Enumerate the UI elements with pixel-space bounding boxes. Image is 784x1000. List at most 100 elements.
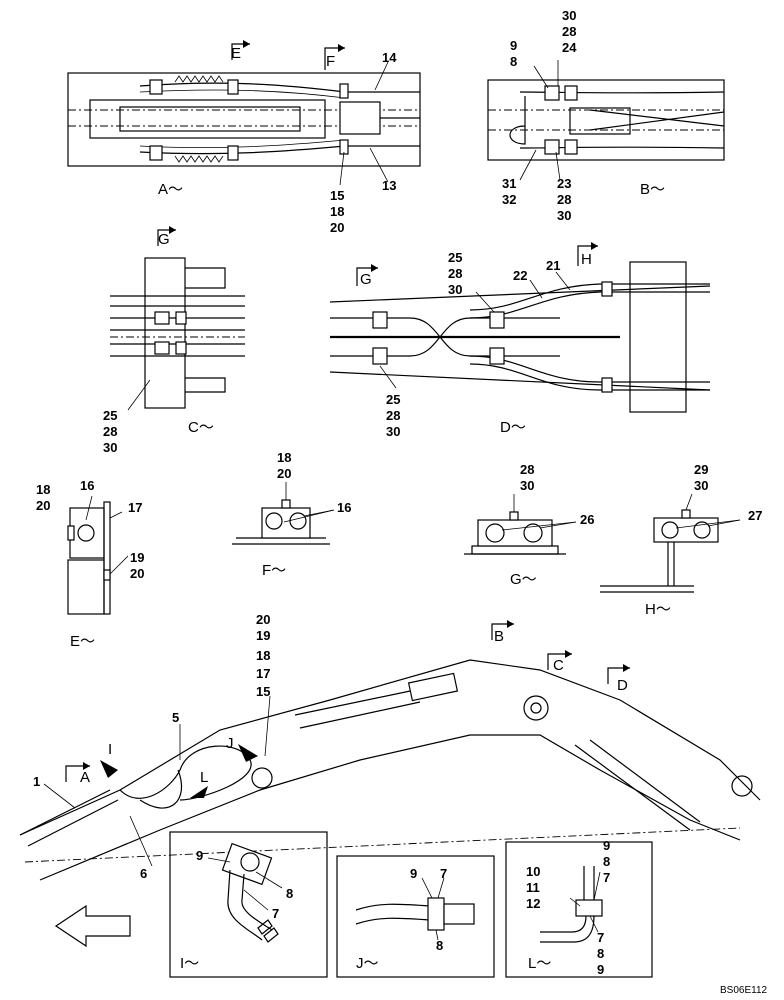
view-c	[110, 226, 245, 411]
detail-j-caption: J～	[356, 955, 379, 972]
view-d-caption: D～	[500, 419, 526, 436]
view-h	[600, 493, 741, 593]
view-f-part-18: 18	[277, 450, 291, 465]
detail-l-part-9: 9	[603, 838, 610, 853]
detail-i-part-9: 9	[196, 848, 203, 863]
view-e-part-16: 16	[80, 478, 94, 493]
view-b-part-28b: 28	[557, 192, 571, 207]
view-b-part-23: 23	[557, 176, 571, 191]
view-a-part-15: 15	[330, 188, 344, 203]
detail-i	[207, 842, 283, 943]
view-d-arrow-g: G	[360, 271, 372, 288]
detail-l-part-7: 7	[603, 870, 610, 885]
detail-j-part-7: 7	[440, 866, 447, 881]
view-c-part-28: 28	[103, 424, 117, 439]
view-g-part-28: 28	[520, 462, 534, 477]
view-g	[464, 494, 577, 555]
front-direction-arrow	[54, 904, 131, 948]
main-part-6: 6	[140, 866, 147, 881]
view-g-part-26: 26	[580, 512, 594, 527]
main-part-15: 15	[256, 684, 270, 699]
view-b-part-24: 24	[562, 40, 577, 55]
view-e-part-18: 18	[36, 482, 50, 497]
view-e-part-20: 20	[36, 498, 50, 513]
view-f-caption: F～	[262, 562, 286, 579]
detail-j-part-9: 9	[410, 866, 417, 881]
main-part-1: 1	[33, 774, 40, 789]
view-b-part-32: 32	[502, 192, 516, 207]
view-f	[232, 482, 335, 545]
view-f-part-16: 16	[337, 500, 351, 515]
detail-l	[540, 866, 603, 943]
view-a-part-14: 14	[382, 50, 397, 65]
reference-code: BS06E112	[720, 985, 768, 996]
detail-i-frame	[169, 831, 328, 978]
view-b-part-30: 30	[562, 8, 576, 23]
view-d-part-28b: 28	[386, 408, 400, 423]
view-h-part-29: 29	[694, 462, 708, 477]
view-g-part-30: 30	[520, 478, 534, 493]
view-e-part-20b: 20	[130, 566, 144, 581]
detail-j	[355, 877, 475, 941]
view-b-part-28: 28	[562, 24, 576, 39]
view-d	[329, 242, 711, 413]
view-a	[67, 40, 421, 186]
detail-i-part-8: 8	[286, 886, 293, 901]
detail-l-frame	[505, 841, 653, 978]
view-a-arrow-f: F	[326, 53, 335, 70]
view-d-part-25b: 25	[386, 392, 400, 407]
detail-i-part-7: 7	[272, 906, 279, 921]
view-b-part-31: 31	[502, 176, 516, 191]
view-a-arrow-e: E	[231, 45, 241, 62]
detail-i-caption: I～	[180, 955, 199, 972]
main-arrow-i: I	[108, 741, 112, 758]
view-a-caption: A～	[158, 181, 183, 198]
view-h-part-30: 30	[694, 478, 708, 493]
view-d-part-28: 28	[448, 266, 462, 281]
detail-j-frame	[336, 855, 495, 978]
view-a-part-13: 13	[382, 178, 396, 193]
main-part-5: 5	[172, 710, 179, 725]
view-h-part-27: 27	[748, 508, 762, 523]
view-d-part-30: 30	[448, 282, 462, 297]
view-d-part-25: 25	[448, 250, 462, 265]
view-c-part-30: 30	[103, 440, 117, 455]
view-b-part-30b: 30	[557, 208, 571, 223]
main-arrow-d: D	[617, 677, 628, 694]
detail-l-part-8: 8	[603, 854, 610, 869]
main-arrow-j: J	[226, 735, 234, 752]
view-e	[67, 495, 129, 615]
main-arrow-a: A	[80, 769, 90, 786]
main-part-20: 20	[256, 612, 270, 627]
detail-j-part-8: 8	[436, 938, 443, 953]
view-h-caption: H～	[645, 601, 671, 618]
main-arrow-b: B	[494, 628, 504, 645]
detail-l-part-8b: 8	[597, 946, 604, 961]
view-c-arrow-g: G	[158, 231, 170, 248]
view-f-part-20: 20	[277, 466, 291, 481]
detail-l-caption: L～	[528, 955, 551, 972]
view-c-caption: C～	[188, 419, 214, 436]
boom-assembly	[19, 620, 761, 881]
view-a-part-20: 20	[330, 220, 344, 235]
view-b	[487, 60, 725, 181]
view-d-part-21: 21	[546, 258, 560, 273]
detail-l-part-10: 10	[526, 864, 540, 879]
detail-l-part-11: 11	[526, 880, 540, 895]
main-arrow-l: L	[200, 769, 208, 786]
main-part-19: 19	[256, 628, 270, 643]
view-e-part-19: 19	[130, 550, 144, 565]
view-e-part-17: 17	[128, 500, 142, 515]
view-d-arrow-h: H	[581, 251, 592, 268]
view-b-caption: B～	[640, 181, 665, 198]
view-c-part-25: 25	[103, 408, 117, 423]
view-g-caption: G～	[510, 571, 537, 588]
view-b-part-8: 8	[510, 54, 517, 69]
main-part-18: 18	[256, 648, 270, 663]
main-part-17: 17	[256, 666, 270, 681]
detail-l-part-7b: 7	[597, 930, 604, 945]
main-arrow-c: C	[553, 657, 564, 674]
view-e-caption: E～	[70, 633, 95, 650]
detail-l-part-12: 12	[526, 896, 540, 911]
